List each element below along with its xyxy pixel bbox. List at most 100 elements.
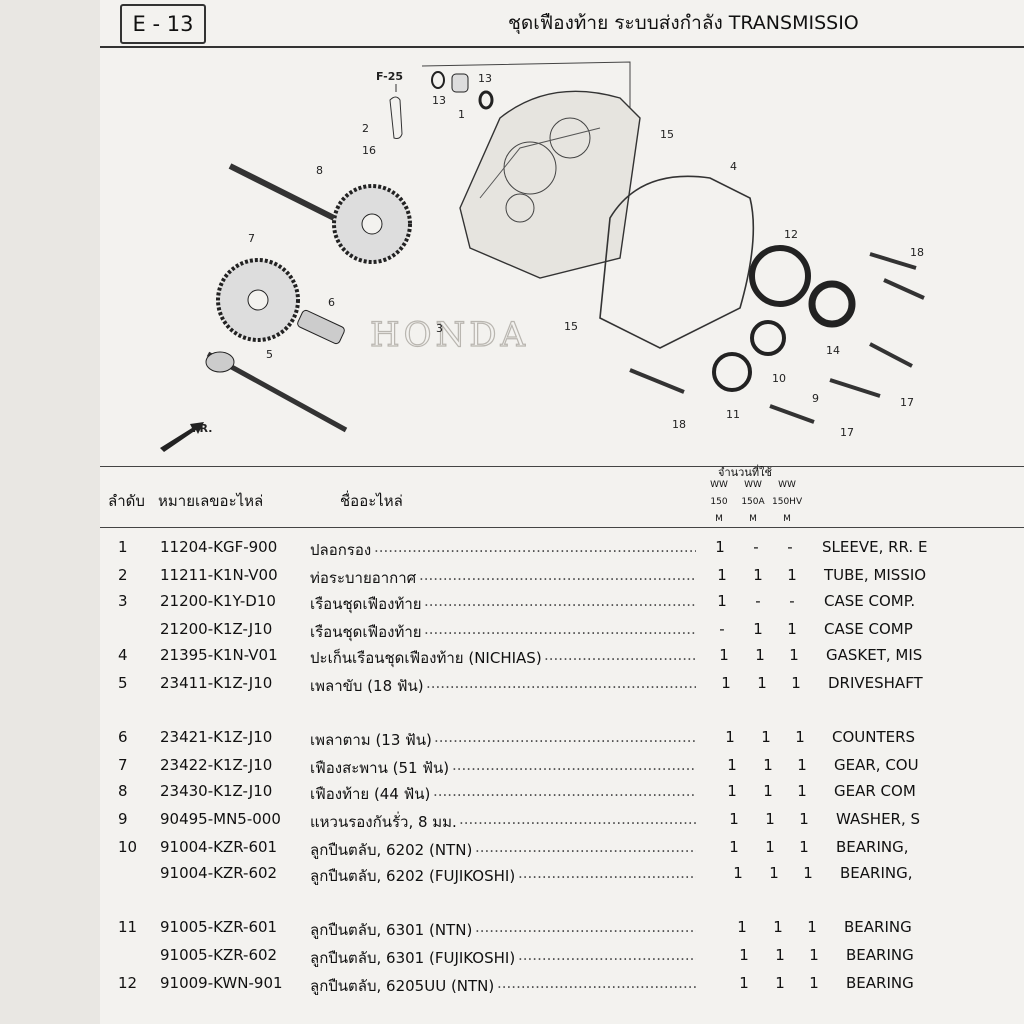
callout-1: 1 xyxy=(458,108,465,121)
f25-label: F-25 xyxy=(376,70,403,83)
row-qty-model-3: - xyxy=(789,592,795,610)
row-english-name: CASE COMP xyxy=(824,620,913,638)
bearing-11-icon xyxy=(712,352,752,392)
row-part-name: เรือนชุดเฟืองท้าย xyxy=(310,623,422,641)
callout-17a: 17 xyxy=(900,396,914,409)
exploded-diagram: HONDA F-25 xyxy=(100,48,1024,466)
row-qty-model-1: - xyxy=(719,620,725,638)
row-leader-dots: ........................................… xyxy=(452,756,696,774)
row-english-name: GEAR, COU xyxy=(834,756,919,774)
f25-reference: F-25 xyxy=(376,70,403,139)
row-leader-dots: ........................................… xyxy=(544,646,696,664)
row-part-number: 11204-KGF-900 xyxy=(160,538,278,556)
row-part-name: เรือนชุดเฟืองท้าย xyxy=(310,595,422,613)
row-qty-model-1: 1 xyxy=(725,728,735,746)
col-qty-header: จำนวนที่ใช้ xyxy=(718,466,772,479)
row-qty-model-2: 1 xyxy=(775,974,785,992)
transmission-case-icon xyxy=(459,90,641,279)
bearing-12-icon xyxy=(749,245,811,307)
row-part-name: ปะเก็นเรือนชุดเฟืองท้าย (NICHIAS) xyxy=(310,649,542,667)
oil-seal-14-icon xyxy=(808,280,856,328)
page-title: ชุดเฟืองท้าย ระบบส่งกำลัง TRANSMISSIO xyxy=(508,12,859,34)
row-english-name: WASHER, S xyxy=(836,810,921,828)
callout-14: 14 xyxy=(826,344,840,357)
row-qty-model-3: 1 xyxy=(797,756,807,774)
row-part-name: ลูกปืนตลับ, 6202 (FUJIKOSHI) xyxy=(310,867,516,885)
row-qty-model-3: 1 xyxy=(789,646,799,664)
row-english-name: BEARING, xyxy=(840,864,913,882)
callout-2: 2 xyxy=(362,122,369,135)
callout-15b: 15 xyxy=(564,320,578,333)
row-index: 7 xyxy=(118,756,128,774)
row-qty-model-3: - xyxy=(787,538,793,556)
gasket-icon xyxy=(599,175,755,349)
fr-label: FR. xyxy=(192,422,212,435)
row-qty-model-3: 1 xyxy=(799,838,809,856)
row-index: 9 xyxy=(118,810,128,828)
row-part-number: 23430-K1Z-J10 xyxy=(160,782,273,800)
row-qty-model-3: 1 xyxy=(795,728,805,746)
row-qty-model-3: 1 xyxy=(791,674,801,692)
model-ww150-line1: WW xyxy=(710,480,728,490)
row-index: 1 xyxy=(118,538,128,556)
row-qty-model-1: 1 xyxy=(717,566,727,584)
row-leader-dots: ........................................… xyxy=(475,838,696,856)
row-qty-model-3: 1 xyxy=(787,566,797,584)
row-part-name: ลูกปืนตลับ, 6301 (NTN) xyxy=(310,921,473,939)
callout-16: 16 xyxy=(362,144,376,157)
callout-18a: 18 xyxy=(672,418,686,431)
row-qty-model-3: 1 xyxy=(807,918,817,936)
row-qty-model-3: 1 xyxy=(803,864,813,882)
parts-catalog-page: E - 13 ชุดเฟืองท้าย ระบบส่งกำลัง TRANSMI… xyxy=(100,0,1024,1024)
row-qty-model-3: 1 xyxy=(797,782,807,800)
row-part-name: เพลาตาม (13 ฟัน) xyxy=(310,731,432,749)
row-leader-dots: ........................................… xyxy=(424,592,696,610)
row-english-name: CASE COMP. xyxy=(824,592,916,610)
row-leader-dots: ........................................… xyxy=(459,810,696,828)
model-ww150hv-header: WW 150HV M xyxy=(772,477,802,528)
diagram-svg: HONDA F-25 xyxy=(160,61,925,452)
row-leader-dots: ........................................… xyxy=(433,782,696,800)
row-part-number: 91005-KZR-602 xyxy=(160,946,278,964)
callout-7: 7 xyxy=(248,232,255,245)
callout-17b: 17 xyxy=(840,426,854,439)
row-index: 2 xyxy=(118,566,128,584)
row-qty-model-1: 1 xyxy=(727,782,737,800)
row-qty-model-3: 1 xyxy=(809,974,819,992)
model-ww150hv-line1: WW xyxy=(778,480,796,490)
model-ww150a-line3: M xyxy=(749,514,757,524)
row-leader-dots: ........................................… xyxy=(419,566,696,584)
row-leader-dots: ........................................… xyxy=(426,674,696,692)
callout-8: 8 xyxy=(316,164,323,177)
model-ww150a-line2: 150A xyxy=(741,497,765,507)
row-leader-dots: ........................................… xyxy=(424,620,696,638)
front-direction-icon: FR. xyxy=(160,422,212,452)
row-qty-model-1: 1 xyxy=(739,974,749,992)
row-part-name: ลูกปืนตลับ, 6205UU (NTN) xyxy=(310,977,495,995)
row-part-number: 23422-K1Z-J10 xyxy=(160,756,273,774)
row-qty-model-2: 1 xyxy=(765,838,775,856)
bearing-10-icon xyxy=(750,320,786,356)
table-header: ลำดับ หมายเลขอะไหล่ ชื่ออะไหล่ จำนวนที่ใ… xyxy=(100,466,1024,528)
callout-15a: 15 xyxy=(660,128,674,141)
callout-6: 6 xyxy=(328,296,335,309)
row-part-number: 11211-K1N-V00 xyxy=(160,566,278,584)
breather-tube-icon xyxy=(389,96,403,139)
row-part-number: 21395-K1N-V01 xyxy=(160,646,278,664)
row-qty-model-2: 1 xyxy=(773,918,783,936)
callout-13a: 13 xyxy=(432,94,446,107)
callout-5: 5 xyxy=(266,348,273,361)
callout-4: 4 xyxy=(730,160,737,173)
row-leader-dots: ........................................… xyxy=(434,728,696,746)
bridge-gear-icon xyxy=(216,258,300,342)
row-english-name: GEAR COM xyxy=(834,782,916,800)
callout-3: 3 xyxy=(436,322,443,335)
row-qty-model-1: 1 xyxy=(719,646,729,664)
callout-9: 9 xyxy=(812,392,819,405)
row-qty-model-3: 1 xyxy=(809,946,819,964)
